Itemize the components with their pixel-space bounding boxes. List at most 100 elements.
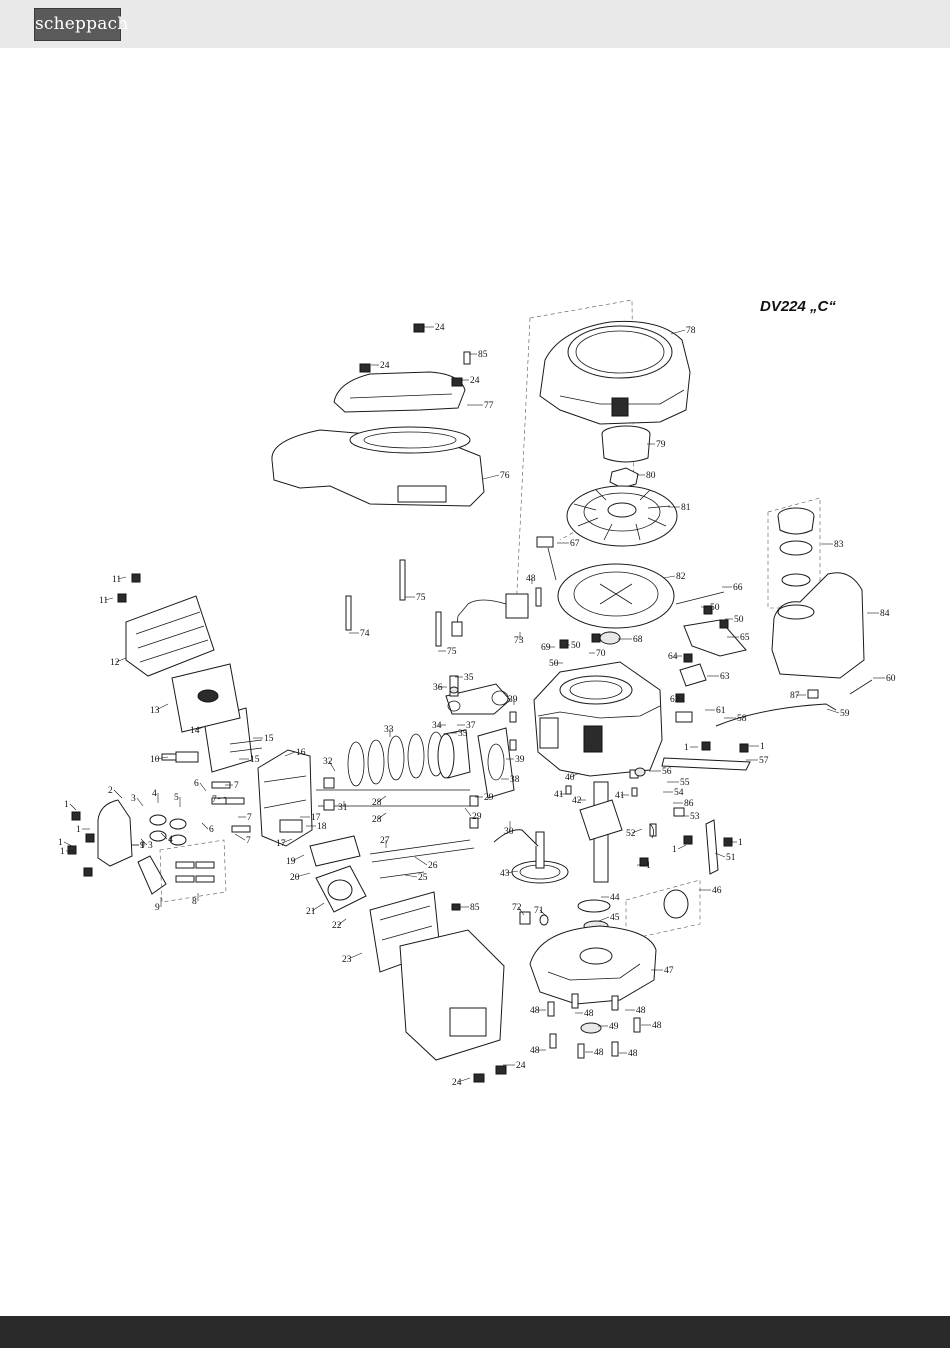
part-label-47: 47: [664, 966, 674, 976]
part-label-18: 18: [317, 822, 327, 832]
part-label-7: 7: [212, 795, 217, 805]
flywheel-nut: [609, 467, 639, 489]
part-label-1: 1: [64, 800, 69, 810]
part-label-34: 34: [432, 721, 442, 731]
part-label-76: 76: [500, 471, 510, 481]
part-label-55: 55: [680, 778, 690, 788]
leader-line: [677, 844, 687, 850]
part-label-13: 13: [150, 706, 160, 716]
part-label-45: 45: [610, 913, 620, 923]
cylinder-head: [257, 749, 313, 847]
header-bar: scheppach: [0, 0, 950, 48]
plate-63: [679, 663, 707, 687]
part-label-75: 75: [447, 647, 457, 657]
part-label-84: 84: [880, 609, 890, 619]
muffler-guard: [125, 595, 215, 677]
cable-26: [371, 847, 475, 863]
leader-line: [414, 856, 428, 866]
part-label-50: 50: [549, 659, 559, 669]
part-label-1: 1: [672, 845, 677, 855]
leader-line: [464, 807, 472, 817]
part-label-56: 56: [662, 767, 672, 777]
part-label-73: 73: [514, 636, 524, 646]
part-label-15: 15: [264, 734, 274, 744]
part-label-28: 28: [372, 815, 382, 825]
muffler-box: [171, 663, 241, 733]
part-label-23: 23: [342, 955, 352, 965]
part-label-64: 64: [668, 652, 678, 662]
part-label-72: 72: [512, 903, 522, 913]
part-label-27: 27: [380, 836, 390, 846]
piston: [437, 729, 471, 779]
leader-line: [234, 833, 246, 841]
part-label-36: 36: [433, 683, 443, 693]
part-label-46: 46: [712, 886, 722, 896]
valve-cover: [97, 799, 133, 867]
part-label-48: 48: [526, 574, 536, 584]
part-label-52: 52: [626, 829, 636, 839]
part-label-42: 42: [572, 796, 582, 806]
part-label-58: 58: [737, 714, 747, 724]
leader-line: [63, 841, 73, 847]
part-label-81: 81: [681, 503, 691, 513]
part-label-24: 24: [435, 323, 445, 333]
valve-gasket: [137, 855, 167, 895]
leader-line: [377, 812, 387, 820]
leader-line: [69, 803, 77, 811]
part-label-85: 85: [470, 903, 480, 913]
part-label-40: 40: [565, 773, 575, 783]
leader-line: [347, 952, 363, 960]
part-label-39: 39: [515, 755, 525, 765]
part-label-83: 83: [834, 540, 844, 550]
part-label-50: 50: [710, 603, 720, 613]
leader-line: [140, 838, 148, 846]
part-label-29: 29: [484, 793, 494, 803]
part-label-26: 26: [428, 861, 438, 871]
part-label-7: 7: [246, 836, 251, 846]
part-label-60: 60: [886, 674, 896, 684]
part-label-75: 75: [416, 593, 426, 603]
part-label-54: 54: [674, 788, 684, 798]
part-label-71: 71: [534, 906, 544, 916]
part-label-1: 1: [60, 847, 65, 857]
part-label-1: 1: [646, 861, 651, 871]
footer-bar: [0, 1316, 950, 1348]
part-label-22: 22: [332, 921, 342, 931]
part-label-5: 5: [174, 793, 179, 803]
part-label-79: 79: [656, 440, 666, 450]
fuel-line: [715, 703, 837, 727]
part-label-48: 48: [594, 1048, 604, 1058]
part-label-44: 44: [610, 893, 620, 903]
leader-line: [199, 782, 207, 792]
fuel-tank: [771, 572, 865, 679]
leader-line: [539, 909, 547, 917]
fuel-cap: [777, 507, 815, 587]
part-label-63: 63: [720, 672, 730, 682]
flywheel: [566, 485, 678, 547]
leader-line: [517, 906, 525, 916]
part-label-1: 1: [76, 825, 81, 835]
part-label-11: 11: [112, 575, 121, 585]
part-label-49: 49: [609, 1022, 619, 1032]
part-label-41: 41: [615, 791, 625, 801]
part-label-70: 70: [596, 649, 606, 659]
breather-hose: [493, 829, 539, 847]
part-label-78: 78: [686, 326, 696, 336]
part-label-74: 74: [360, 629, 370, 639]
part-label-6: 6: [209, 825, 214, 835]
leader-line: [155, 703, 169, 711]
part-label-57: 57: [759, 756, 769, 766]
leader-line: [136, 797, 144, 807]
rod-25: [379, 871, 425, 879]
part-label-35: 35: [458, 729, 468, 739]
leader-line: [311, 902, 325, 912]
ignition-coil: [451, 593, 529, 637]
piston-pin: [449, 675, 459, 697]
part-label-7: 7: [234, 781, 239, 791]
leader-line: [631, 828, 643, 834]
leader-line: [195, 725, 207, 731]
blower-housing: [539, 320, 691, 425]
part-label-82: 82: [676, 572, 686, 582]
ignition-ring: [557, 563, 675, 629]
